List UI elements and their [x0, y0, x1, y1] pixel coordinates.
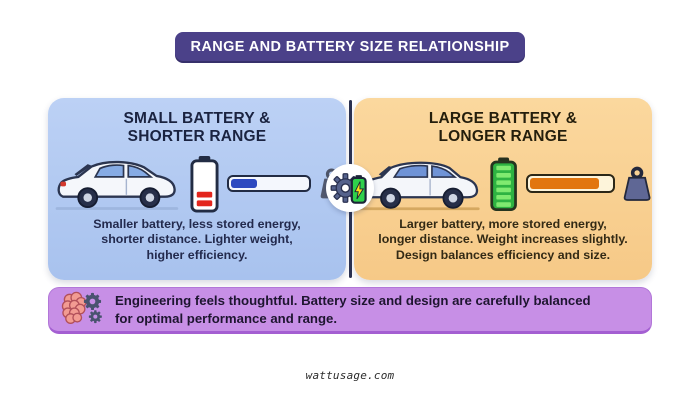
panel-small-battery: SMALL BATTERY & SHORTER RANGE	[48, 98, 346, 280]
panel-left-icon-row	[48, 151, 346, 217]
center-badge	[326, 164, 374, 212]
range-bar-fill-left	[230, 179, 258, 189]
panel-right-desc-line3: Design balances efficiency and size.	[395, 247, 611, 262]
callout-line1-rest: Battery size and design are carefully ba…	[297, 293, 591, 309]
website-credit: wattusage.com	[305, 369, 395, 382]
panel-left-title-line1: SMALL BATTERY &	[123, 110, 271, 127]
range-bar-short	[226, 175, 311, 193]
panel-right-title-line2: LONGER RANGE	[438, 128, 568, 146]
panel-left-desc-line2: shorter distance. Lighter weight,	[101, 232, 293, 247]
panel-right-title: LARGE BATTERY & LONGER RANGE	[354, 110, 652, 147]
compact-car-icon	[55, 160, 178, 210]
engineering-callout: Engineering feels thoughtful. Battery si…	[48, 287, 652, 334]
panel-right-desc-line2: longer distance. Weight increases slight…	[378, 232, 628, 247]
battery-full-icon	[490, 157, 518, 211]
brain-gears-icon	[61, 291, 102, 324]
panel-left-desc-line3: higher efficiency.	[146, 247, 248, 262]
callout-text: Engineering feels thoughtful. Battery si…	[115, 292, 591, 327]
range-bar-long	[525, 174, 615, 194]
panel-right-icon-row	[354, 151, 652, 217]
callout-lead: Engineering feels thoughtful.	[115, 293, 298, 309]
page-title: RANGE AND BATTERY SIZE RELATIONSHIP	[175, 32, 525, 61]
header: RANGE AND BATTERY SIZE RELATIONSHIP	[0, 32, 700, 61]
weight-large-icon	[623, 166, 651, 201]
range-bar-fill-right	[529, 178, 599, 190]
battery-low-icon	[189, 155, 219, 213]
callout-line1: Engineering feels thoughtful. Battery si…	[115, 292, 591, 309]
callout-line2: for optimal performance and range.	[115, 310, 338, 326]
panel-left-desc-line1: Smaller battery, less stored energy,	[93, 216, 301, 231]
panel-right-desc-line1: Larger battery, more stored energy,	[399, 216, 607, 231]
panel-right-description: Larger battery, more stored energy, long…	[354, 217, 652, 264]
panel-left-description: Smaller battery, less stored energy, sho…	[48, 217, 346, 264]
panel-large-battery: LARGE BATTERY & LONGER RANGE	[354, 98, 652, 280]
panel-left-title-line2: SHORTER RANGE	[127, 128, 267, 146]
gear-battery-icon	[330, 173, 367, 204]
panel-left-title: SMALL BATTERY & SHORTER RANGE	[48, 110, 346, 147]
panel-right-title-line1: LARGE BATTERY &	[428, 110, 578, 127]
suv-car-icon	[358, 161, 480, 211]
